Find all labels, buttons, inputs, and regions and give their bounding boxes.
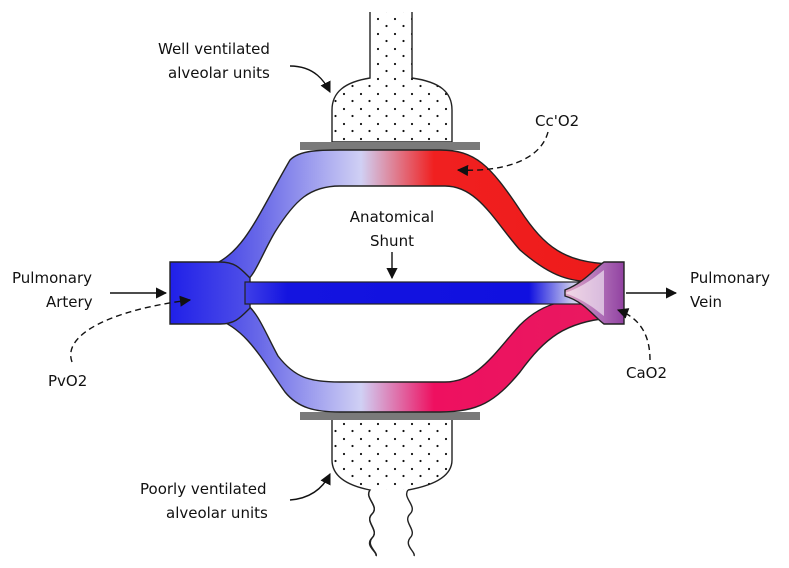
pulmonary-artery-vessel	[169, 261, 251, 325]
cc-o2-pointer	[456, 131, 549, 177]
pulmonary-artery-label-1: Pulmonary	[12, 269, 92, 287]
well-ventilated-label-1: Well ventilated	[158, 40, 270, 58]
top-alveolar-membrane	[300, 142, 480, 150]
pulmonary-vein-label-1: Pulmonary	[690, 269, 770, 287]
anatomical-shunt-label-1: Anatomical	[350, 208, 434, 226]
collapsed-airway-left	[367, 489, 377, 557]
well-ventilated-pointer	[289, 65, 331, 94]
poorly-ventilated-pointer	[289, 472, 331, 501]
cc-o2-label: Cc'O2	[535, 112, 579, 130]
anatomical-shunt-label-2: Shunt	[370, 232, 414, 250]
poorly-ventilated-label-2: alveolar units	[166, 504, 268, 522]
ca-o2-label: CaO2	[626, 364, 667, 382]
pulmonary-artery-label-2: Artery	[46, 293, 93, 311]
pulmonary-vein-label-2: Vein	[690, 293, 722, 311]
collapsed-airway-right	[405, 489, 415, 557]
pulmonary-vein-vessel	[564, 261, 625, 325]
poorly-ventilated-label-1: Poorly ventilated	[140, 480, 267, 498]
poorly-ventilated-alveolus	[331, 420, 453, 557]
ca-o2-pointer	[616, 308, 651, 361]
anatomical-shunt-tube	[244, 281, 606, 305]
bottom-alveolar-membrane	[300, 412, 480, 420]
well-ventilated-alveolus	[331, 12, 453, 143]
well-ventilated-label-2: alveolar units	[168, 64, 270, 82]
lower-capillary	[213, 298, 611, 413]
pv-o2-label: PvO2	[48, 372, 87, 390]
